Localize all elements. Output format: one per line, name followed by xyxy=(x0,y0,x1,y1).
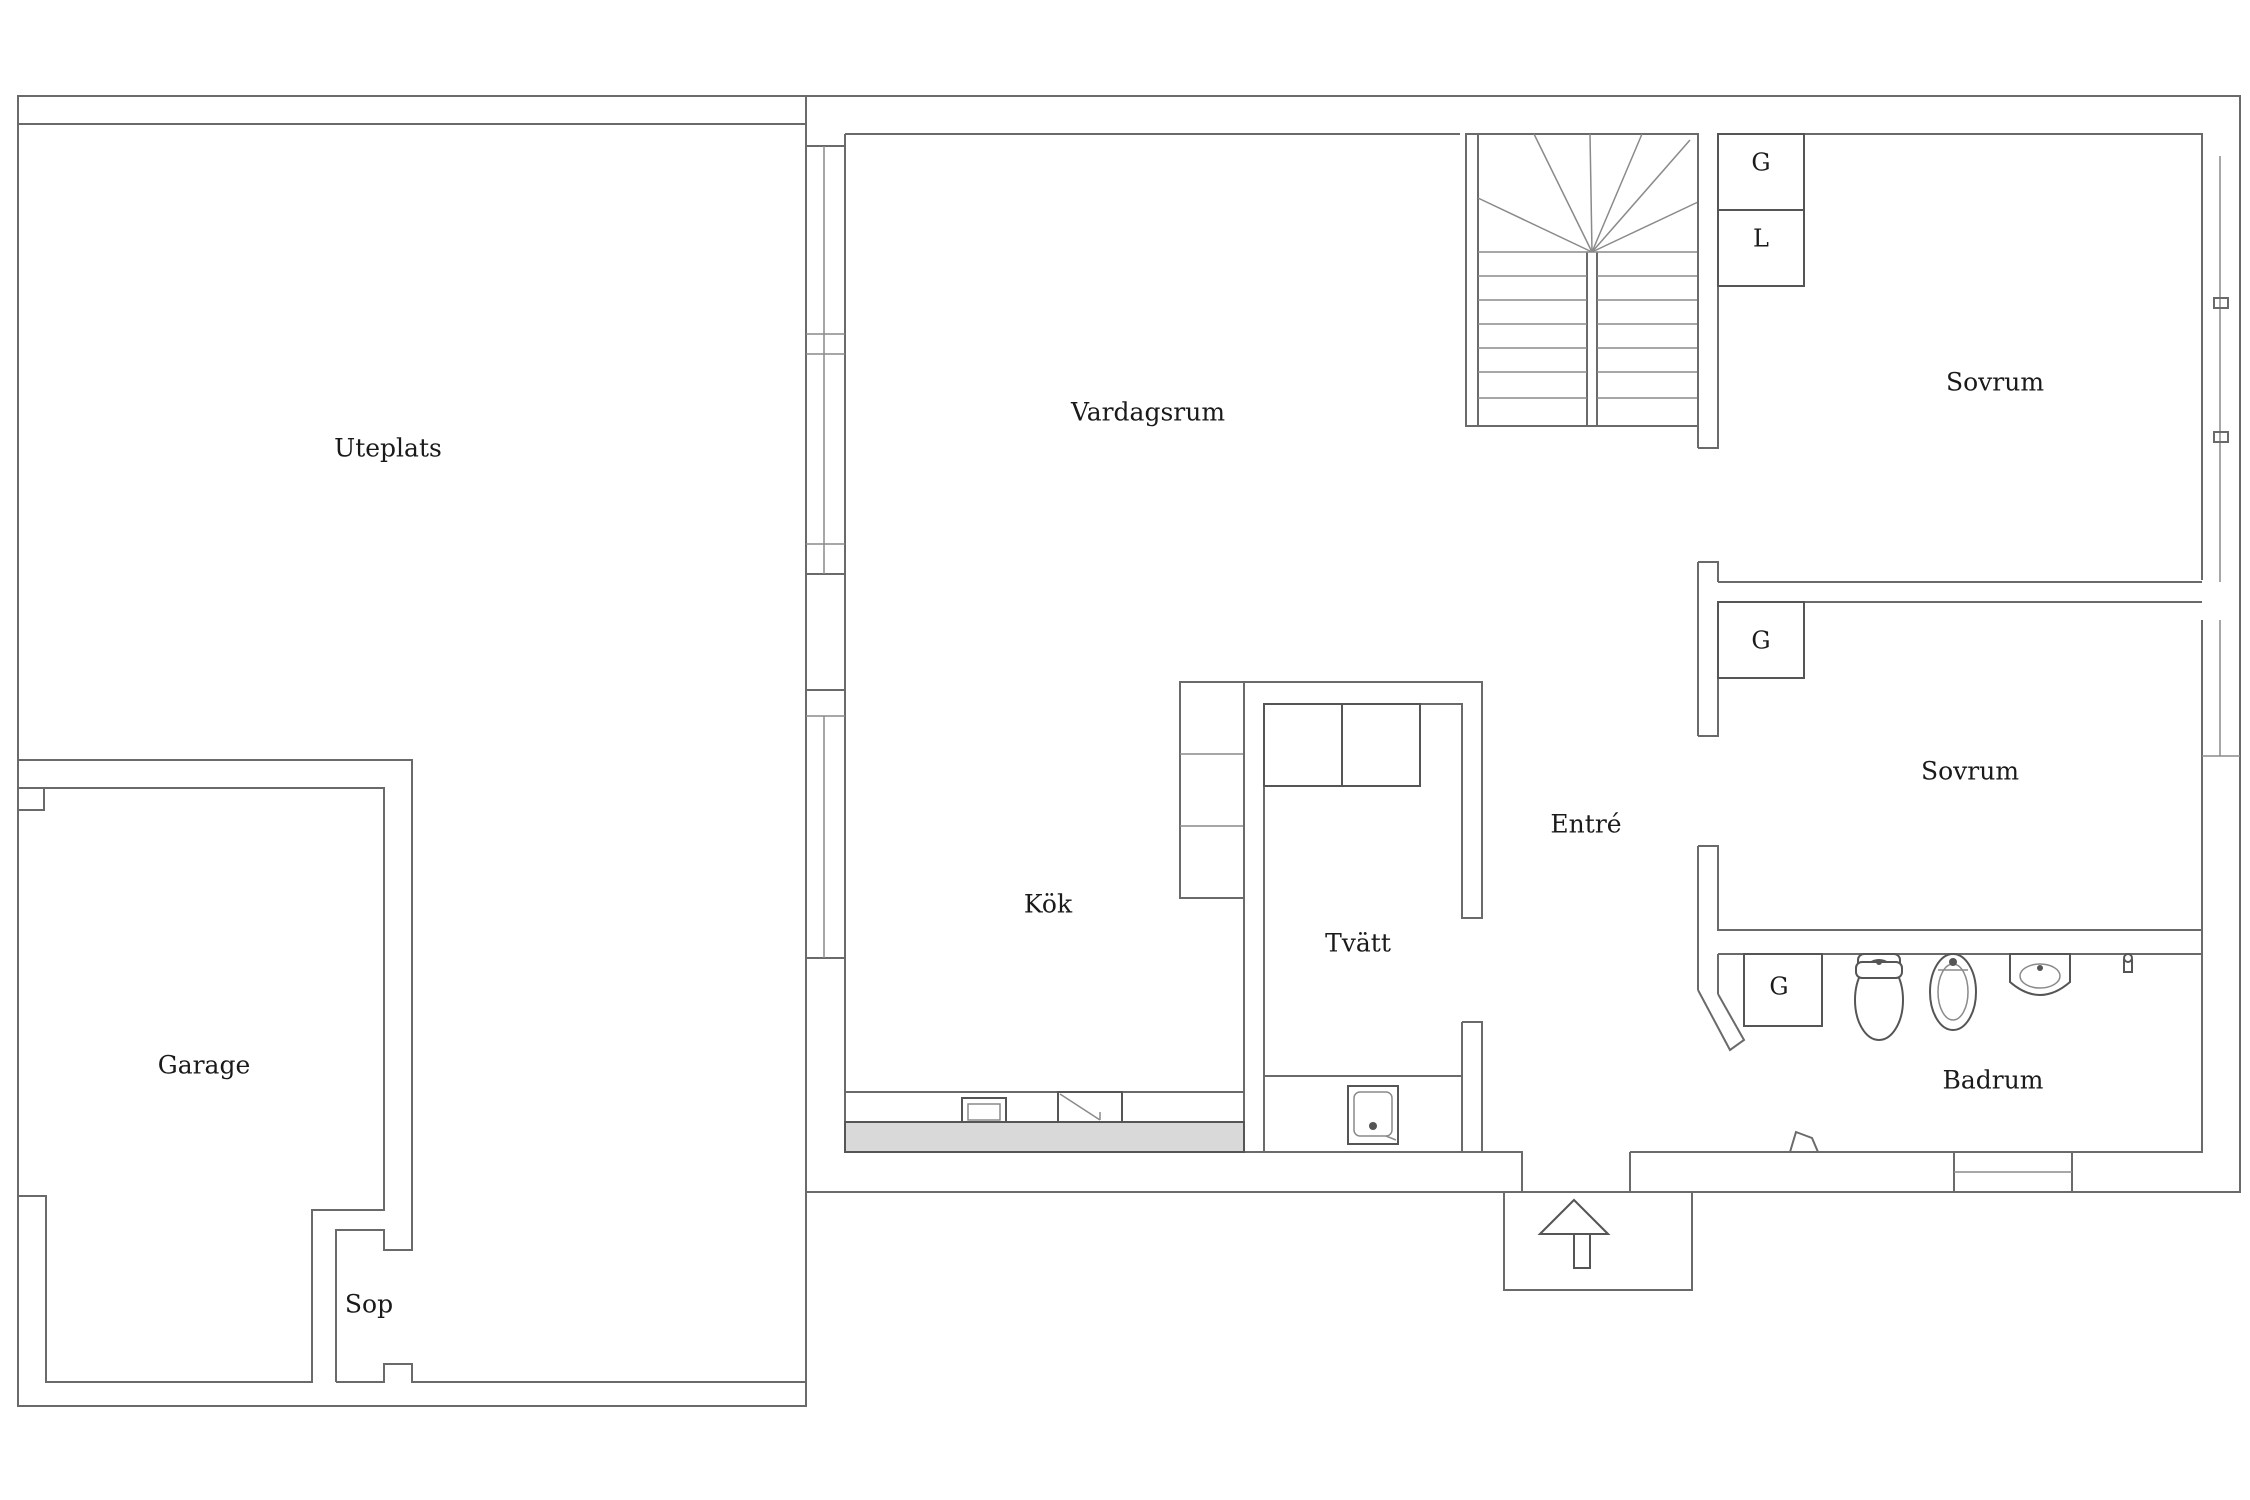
wardrobe-g-bath xyxy=(1743,953,1823,1027)
shower-tap-icon xyxy=(2123,953,2133,973)
staircase-icon xyxy=(1465,133,1699,427)
room-label-vardagsrum: Vardagsrum xyxy=(1070,398,1225,427)
bedroom-walls xyxy=(1697,133,2202,990)
cabinet-label-g-upper: G xyxy=(1751,149,1770,177)
wardrobe-g-middle xyxy=(1717,601,1805,679)
west-windows xyxy=(805,145,846,959)
kitchen-fixtures xyxy=(844,681,1245,1153)
cabinet-label-l-upper: L xyxy=(1753,225,1769,253)
room-label-kok: Kök xyxy=(1024,890,1073,919)
room-label-garage: Garage xyxy=(158,1051,251,1080)
washbasin-icon xyxy=(2009,953,2071,996)
room-label-tvatt: Tvätt xyxy=(1325,929,1391,958)
bidet-icon xyxy=(1929,953,1977,1031)
east-windows xyxy=(2202,156,2240,757)
room-label-sovrum-lower: Sovrum xyxy=(1921,757,2019,786)
wardrobe-g-upper xyxy=(1717,133,1805,211)
room-label-sovrum-upper: Sovrum xyxy=(1946,368,2044,397)
room-label-sop: Sop xyxy=(345,1290,393,1319)
outer-walls xyxy=(17,95,2241,1407)
cabinet-label-g-bath: G xyxy=(1769,973,1788,1001)
laundry-walls xyxy=(1244,681,1523,1192)
sink-icon xyxy=(961,1097,1007,1123)
stove-icon xyxy=(1057,1091,1123,1123)
bathroom-walls xyxy=(1629,953,2133,1193)
room-label-uteplats: Uteplats xyxy=(334,434,442,463)
garage-walls xyxy=(18,759,806,1383)
cabinet-label-g-middle: G xyxy=(1751,627,1770,655)
laundry-sink-icon xyxy=(1347,1085,1399,1145)
entrance-porch xyxy=(1503,1192,1693,1291)
wardrobe-l-upper xyxy=(1717,209,1805,287)
room-label-badrum: Badrum xyxy=(1942,1066,2043,1095)
toilet-icon xyxy=(1854,953,1904,1041)
room-label-entre: Entré xyxy=(1550,810,1621,839)
